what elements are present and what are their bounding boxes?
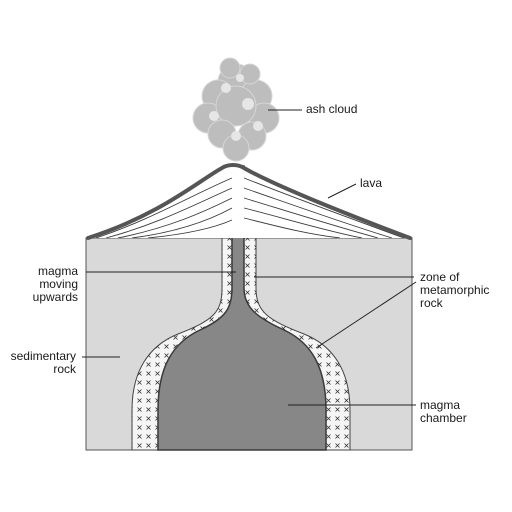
label-sedimentary-rock: sedimentary rock xyxy=(10,349,76,376)
volcano-cone xyxy=(88,165,410,238)
ash-cloud xyxy=(192,57,280,162)
label-lava: lava xyxy=(360,176,383,190)
label-magma-moving-upwards: magma moving upwards xyxy=(32,264,78,304)
leader-metamorphic-2 xyxy=(315,281,417,349)
label-zone-of-metamorphic-rock: zone of metamorphic rock xyxy=(420,270,490,310)
label-magma-chamber: magma chamber xyxy=(420,398,467,425)
magma-chamber xyxy=(157,165,327,451)
volcano-outline xyxy=(86,163,412,240)
lava-flow-lines xyxy=(95,177,405,238)
label-ash-cloud: ash cloud xyxy=(306,102,358,116)
ash-cloud-highlights xyxy=(209,74,263,141)
leader-lava xyxy=(327,183,357,199)
